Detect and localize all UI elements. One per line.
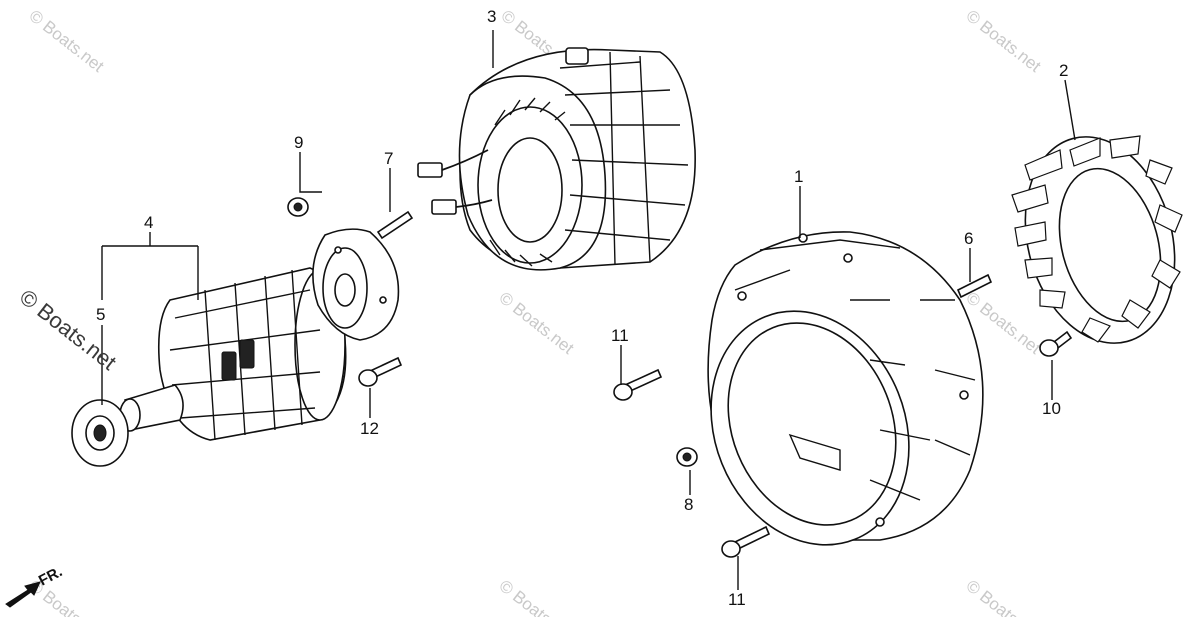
watermark-top-right: © Boats.net bbox=[963, 6, 1045, 76]
callout-8: 8 bbox=[684, 495, 693, 514]
callout-labels: 1 2 3 4 5 6 7 8 9 10 11 11 12 bbox=[96, 7, 1068, 609]
watermark-bottom-right: © Boats.net bbox=[963, 576, 1045, 617]
stator-part bbox=[417, 47, 696, 271]
rotor-part bbox=[71, 267, 371, 467]
watermark-bottom-center: © Boats.net bbox=[496, 576, 578, 617]
callout-9: 9 bbox=[294, 133, 303, 152]
callout-11-lower: 11 bbox=[728, 590, 746, 609]
callout-6: 6 bbox=[964, 229, 973, 248]
watermark-mid-center: © Boats.net bbox=[496, 288, 578, 358]
fasteners bbox=[287, 197, 1073, 558]
flange-part bbox=[312, 228, 400, 341]
fan-part bbox=[1011, 135, 1183, 344]
direction-arrow-icon bbox=[5, 581, 41, 608]
callout-4: 4 bbox=[144, 213, 153, 232]
leader-lines bbox=[101, 30, 1076, 590]
callout-7: 7 bbox=[384, 149, 393, 168]
housing-part bbox=[707, 231, 984, 546]
watermark-main: © Boats.net bbox=[15, 284, 121, 375]
callout-12: 12 bbox=[360, 419, 379, 438]
callout-3: 3 bbox=[487, 7, 496, 26]
watermark-top-left: © Boats.net bbox=[26, 6, 108, 76]
callout-5: 5 bbox=[96, 305, 105, 324]
callout-1: 1 bbox=[794, 167, 803, 186]
callout-11-upper: 11 bbox=[611, 326, 629, 345]
callout-2: 2 bbox=[1059, 61, 1068, 80]
callout-10: 10 bbox=[1042, 399, 1061, 418]
